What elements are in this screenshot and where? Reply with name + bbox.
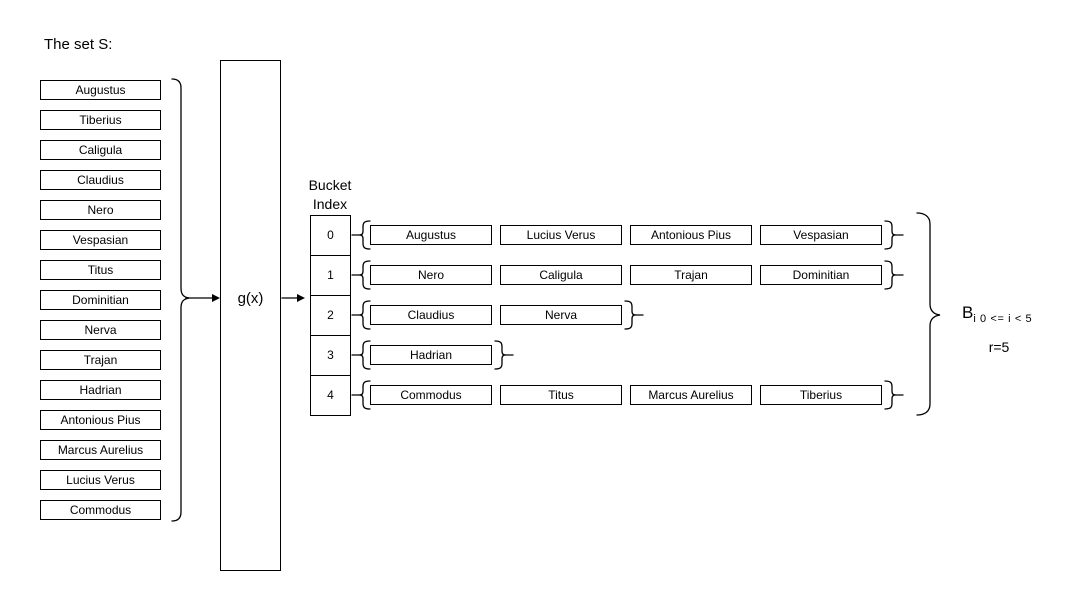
buckets-brace	[916, 212, 941, 416]
hash-function-box: g(x)	[220, 60, 281, 571]
set-item-box: Antonious Pius	[40, 410, 161, 430]
set-item-box: Hadrian	[40, 380, 161, 400]
bucket-set-subscript: i 0 <= i < 5	[973, 313, 1033, 325]
set-item-box: Marcus Aurelius	[40, 440, 161, 460]
set-item-box: Nerva	[40, 320, 161, 340]
bucket-row-close-brace	[494, 340, 514, 370]
bucket-row-close-brace	[884, 220, 904, 250]
set-item-box: Trajan	[40, 350, 161, 370]
bucket-index-heading: Bucket Index	[296, 176, 364, 214]
set-item-box: Vespasian	[40, 230, 161, 250]
bucket-item-box: Hadrian	[370, 345, 492, 365]
arrow-set-to-hash-head	[212, 294, 220, 302]
bucket-item-box: Marcus Aurelius	[630, 385, 752, 405]
bucket-set-base: B	[962, 303, 974, 322]
bucket-row-close-brace	[884, 380, 904, 410]
bucket-item-box: Tiberius	[760, 385, 882, 405]
bucket-item-box: Antonious Pius	[630, 225, 752, 245]
set-item-box: Lucius Verus	[40, 470, 161, 490]
bucket-set-label: Bi 0 <= i < 5	[962, 303, 1033, 325]
bucket-row-open-brace	[351, 380, 371, 410]
set-item-box: Nero	[40, 200, 161, 220]
set-brace	[171, 78, 190, 522]
set-item-box: Titus	[40, 260, 161, 280]
bucket-item-box: Commodus	[370, 385, 492, 405]
r-value-label: r=5	[988, 339, 1010, 355]
bucket-index-cell: 3	[310, 335, 351, 376]
bucket-index-heading-line1: Bucket	[308, 177, 352, 193]
bucket-item-box: Trajan	[630, 265, 752, 285]
bucket-row-open-brace	[351, 260, 371, 290]
set-item-box: Claudius	[40, 170, 161, 190]
bucket-row-open-brace	[351, 340, 371, 370]
hash-function-label: g(x)	[237, 290, 264, 307]
bucket-index-cell: 1	[310, 255, 351, 296]
bucket-row-open-brace	[351, 220, 371, 250]
bucket-item-box: Augustus	[370, 225, 492, 245]
bucket-item-box: Caligula	[500, 265, 622, 285]
arrow-hash-to-buckets-head	[297, 294, 305, 302]
set-item-box: Augustus	[40, 80, 161, 100]
bucket-item-box: Claudius	[370, 305, 492, 325]
bucket-row-close-brace	[624, 300, 644, 330]
bucket-item-box: Nero	[370, 265, 492, 285]
set-item-box: Tiberius	[40, 110, 161, 130]
page-title: The set S:	[44, 36, 113, 53]
set-item-box: Caligula	[40, 140, 161, 160]
bucket-index-cell: 0	[310, 215, 351, 256]
bucket-item-box: Titus	[500, 385, 622, 405]
bucket-item-box: Nerva	[500, 305, 622, 325]
bucket-item-box: Vespasian	[760, 225, 882, 245]
bucket-index-heading-line2: Index	[312, 196, 348, 212]
bucket-index-cell: 4	[310, 375, 351, 416]
bucket-row-close-brace	[884, 260, 904, 290]
bucket-index-cell: 2	[310, 295, 351, 336]
bucket-item-box: Lucius Verus	[500, 225, 622, 245]
bucket-item-box: Dominitian	[760, 265, 882, 285]
set-item-box: Commodus	[40, 500, 161, 520]
bucket-row-open-brace	[351, 300, 371, 330]
set-item-box: Dominitian	[40, 290, 161, 310]
